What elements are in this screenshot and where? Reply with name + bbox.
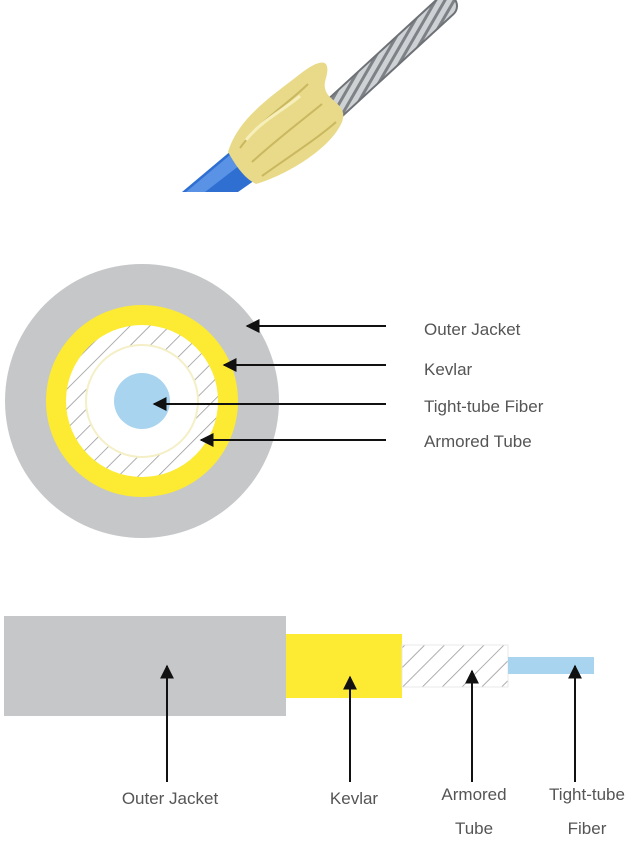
side-outer-jacket [4, 616, 286, 716]
side-label-armored-tube-line1: Armored [441, 785, 507, 804]
side-label-kevlar: Kevlar [329, 789, 379, 808]
label-tight-tube-fiber: Tight-tube Fiber [424, 397, 544, 416]
side-label-tight-tube-fiber-line1: Tight-tube [549, 785, 625, 804]
cross-tight-tube-fiber [114, 373, 170, 429]
side-view [4, 616, 594, 716]
kevlar-yarn [228, 62, 344, 184]
label-armored-tube: Armored Tube [424, 432, 532, 451]
side-tight-tube-fiber [508, 657, 594, 674]
side-armored-tube [401, 644, 509, 688]
side-label-outer-jacket: Outer Jacket [121, 789, 219, 808]
side-label-armored-tube-line2: Tube [454, 819, 494, 838]
side-label-armored-tube: Armored Tube [441, 778, 506, 846]
label-kevlar: Kevlar [424, 360, 473, 379]
label-outer-jacket: Outer Jacket [424, 320, 521, 339]
side-kevlar [286, 634, 402, 698]
armored-fiber-cable-photo-icon [182, 0, 458, 192]
cross-section [5, 264, 279, 538]
side-label-tight-tube-fiber: Tight-tube Fiber [549, 778, 625, 846]
side-label-tight-tube-fiber-line2: Fiber [567, 819, 607, 838]
kevlar-sheen [244, 94, 301, 141]
blue-jacket-highlight [186, 155, 240, 192]
